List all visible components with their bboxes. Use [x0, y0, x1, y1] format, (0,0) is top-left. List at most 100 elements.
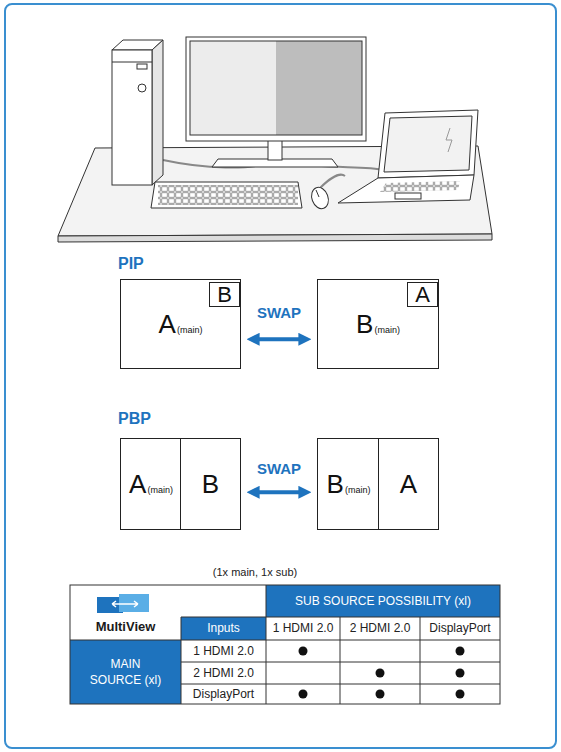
logo-text: MultiView [96, 618, 156, 636]
inset-window: A [407, 282, 438, 307]
edge-label: SWAP [255, 304, 303, 321]
table-header-cell-cell: Inputs [181, 617, 266, 640]
keyboard [151, 182, 302, 208]
table-header-cell: Inputs [207, 620, 240, 636]
main-tag: (main) [345, 485, 371, 495]
source-letter: B [217, 282, 232, 308]
monitor [276, 41, 362, 135]
table-column-label-cell: DisplayPort [420, 617, 500, 640]
laptop [384, 116, 472, 172]
split-pane: B [180, 438, 241, 530]
logo-text-cell: MultiView [70, 616, 181, 638]
table-grid [266, 617, 500, 618]
table-dot [456, 647, 465, 656]
pc-tower [112, 50, 152, 185]
table-column-label: DisplayPort [429, 620, 490, 636]
main-tag: (main) [177, 325, 203, 335]
source-letter: B [356, 309, 373, 340]
table-column-label: 1 HDMI 2.0 [273, 620, 334, 636]
pc-tower [112, 40, 163, 185]
table-grid [70, 640, 181, 704]
table-dot [299, 647, 308, 656]
table-column-label-cell: 2 HDMI 2.0 [340, 617, 420, 640]
pc-tower [138, 84, 146, 92]
source-letter: B [202, 469, 219, 500]
laptop [338, 175, 474, 203]
inset-window: B [209, 282, 240, 307]
table-row-label-cell: 1 HDMI 2.0 [181, 640, 266, 662]
table-column-label-cell: 1 HDMI 2.0 [266, 617, 340, 640]
monitor [190, 41, 362, 135]
desk [58, 234, 492, 242]
monitor [186, 37, 366, 167]
pc-tower [112, 62, 152, 63]
table-row-label: DisplayPort [193, 686, 254, 702]
table-note-cell: (1x main, 1x sub) [190, 563, 320, 581]
table-column-label: 2 HDMI 2.0 [350, 620, 411, 636]
edge-label: SWAP [255, 460, 303, 477]
pc-tower [152, 40, 163, 185]
table-header-cell: MAIN SOURCE (xl) [84, 656, 168, 688]
table-row-label: 2 HDMI 2.0 [193, 665, 254, 681]
mouse [309, 185, 332, 211]
table-grid [70, 585, 500, 704]
table-row-label-cell: DisplayPort [181, 684, 266, 704]
table-header-cell: SUB SOURCE POSSIBILITY (xl) [295, 593, 471, 609]
table-grid [420, 617, 421, 704]
table-grid [181, 617, 266, 640]
split-pane: B(main) [317, 438, 379, 530]
laptop [378, 110, 478, 178]
page-frame [5, 4, 556, 748]
main-screen: B(main) A [317, 279, 439, 369]
multiview-logo [112, 601, 138, 607]
table-row-label: 1 HDMI 2.0 [193, 643, 254, 659]
source-letter: A [129, 469, 146, 500]
table-grid [181, 617, 266, 618]
main-tag: (main) [147, 485, 173, 495]
table-dot [299, 647, 465, 699]
monitor [268, 140, 282, 160]
source-letter: A [400, 469, 417, 500]
source-letter: A [159, 309, 176, 340]
laptop [395, 193, 421, 199]
section-heading-cell: PIP [118, 253, 178, 275]
table-note: (1x main, 1x sub) [213, 565, 297, 580]
table-grid [340, 617, 341, 704]
swap-arrow [257, 337, 301, 341]
table-row-label-cell: 2 HDMI 2.0 [181, 662, 266, 684]
monitor [190, 41, 276, 135]
table-grid [181, 617, 182, 704]
table-grid [70, 585, 500, 704]
table-dot [299, 690, 308, 699]
laptop [446, 128, 452, 152]
table-dot [456, 690, 465, 699]
section-heading: PIP [118, 253, 144, 275]
section-heading: PBP [118, 408, 151, 430]
section-heading-cell: PBP [118, 408, 178, 430]
table-header-cell-cell: MAIN SOURCE (xl) [70, 640, 181, 704]
table-header-cell-cell: SUB SOURCE POSSIBILITY (xl) [266, 585, 500, 617]
table-grid [70, 585, 500, 704]
laptop [380, 181, 460, 192]
keyboard [158, 185, 298, 205]
keyboard [151, 182, 302, 208]
source-letter: A [415, 282, 430, 308]
swap-arrow [257, 490, 301, 494]
table-dot [376, 669, 385, 678]
table-grid [70, 640, 500, 641]
main-screen: A(main) B [120, 279, 241, 369]
multiview-logo [97, 594, 149, 613]
mouse [309, 185, 332, 211]
table-grid [266, 585, 267, 704]
cables [320, 175, 345, 188]
source-letter: B [327, 469, 344, 500]
split-pane: A(main) [120, 438, 181, 530]
split-pane: A [378, 438, 439, 530]
table-dot [376, 690, 385, 699]
table-grid [266, 585, 500, 617]
main-tag: (main) [374, 325, 400, 335]
pc-tower [137, 64, 147, 69]
multiview-logo [119, 594, 149, 612]
